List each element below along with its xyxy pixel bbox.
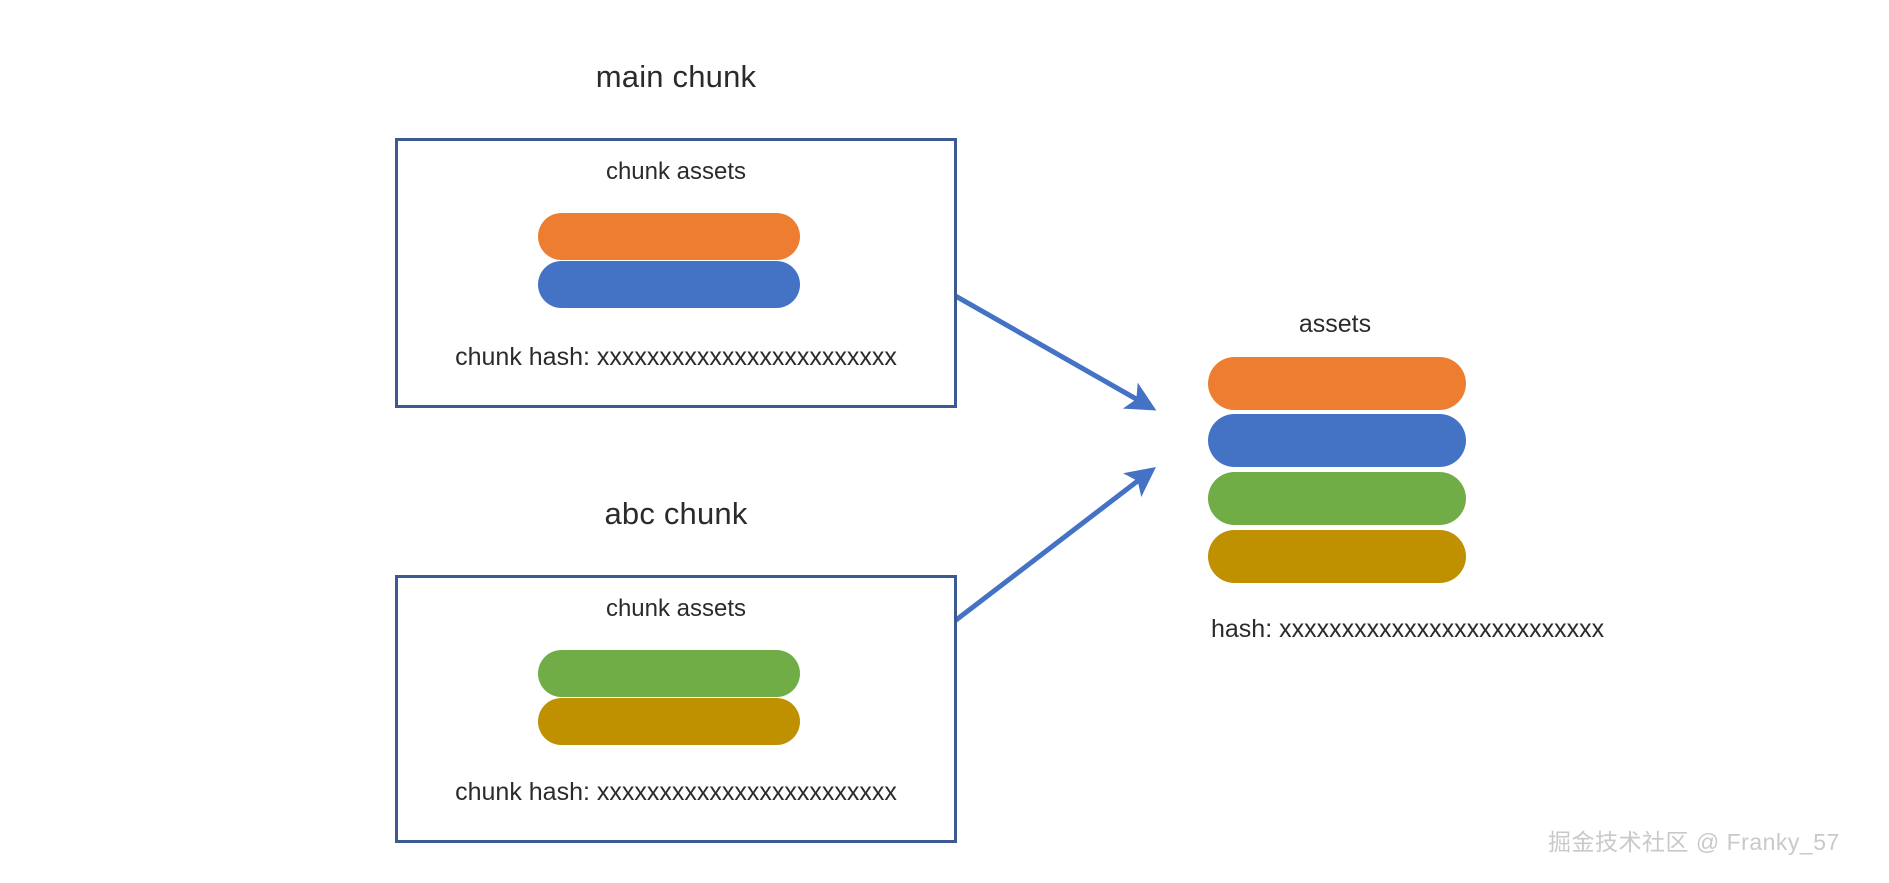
main-chunk-asset-orange <box>538 213 800 260</box>
abc-chunk-title: abc chunk <box>604 496 748 531</box>
abc-chunk-box: chunk assets chunk hash: xxxxxxxxxxxxxxx… <box>395 575 957 843</box>
main-chunk-hash: chunk hash: xxxxxxxxxxxxxxxxxxxxxxxx <box>455 343 897 371</box>
main-chunk-asset-blue <box>538 261 800 308</box>
abc-chunk-asset-green <box>538 650 800 697</box>
assets-stack-title: assets <box>1298 310 1372 338</box>
assets-stack-asset-green <box>1208 472 1466 525</box>
abc-chunk-asset-gold <box>538 698 800 745</box>
watermark: 掘金技术社区 @ Franky_57 <box>1548 829 1840 855</box>
assets-stack-hash: hash: xxxxxxxxxxxxxxxxxxxxxxxxxx <box>1211 615 1605 643</box>
main-chunk-box: chunk assets chunk hash: xxxxxxxxxxxxxxx… <box>395 138 957 408</box>
abc-chunk-assets-label: chunk assets <box>605 595 747 622</box>
assets-stack-asset-orange <box>1208 357 1466 410</box>
main-chunk-assets-label: chunk assets <box>605 158 747 185</box>
abc-chunk-hash: chunk hash: xxxxxxxxxxxxxxxxxxxxxxxx <box>455 778 897 806</box>
main-chunk-title: main chunk <box>595 59 757 94</box>
assets-stack-asset-gold <box>1208 530 1466 583</box>
assets-stack <box>1208 357 1466 583</box>
assets-stack-asset-blue <box>1208 414 1466 467</box>
